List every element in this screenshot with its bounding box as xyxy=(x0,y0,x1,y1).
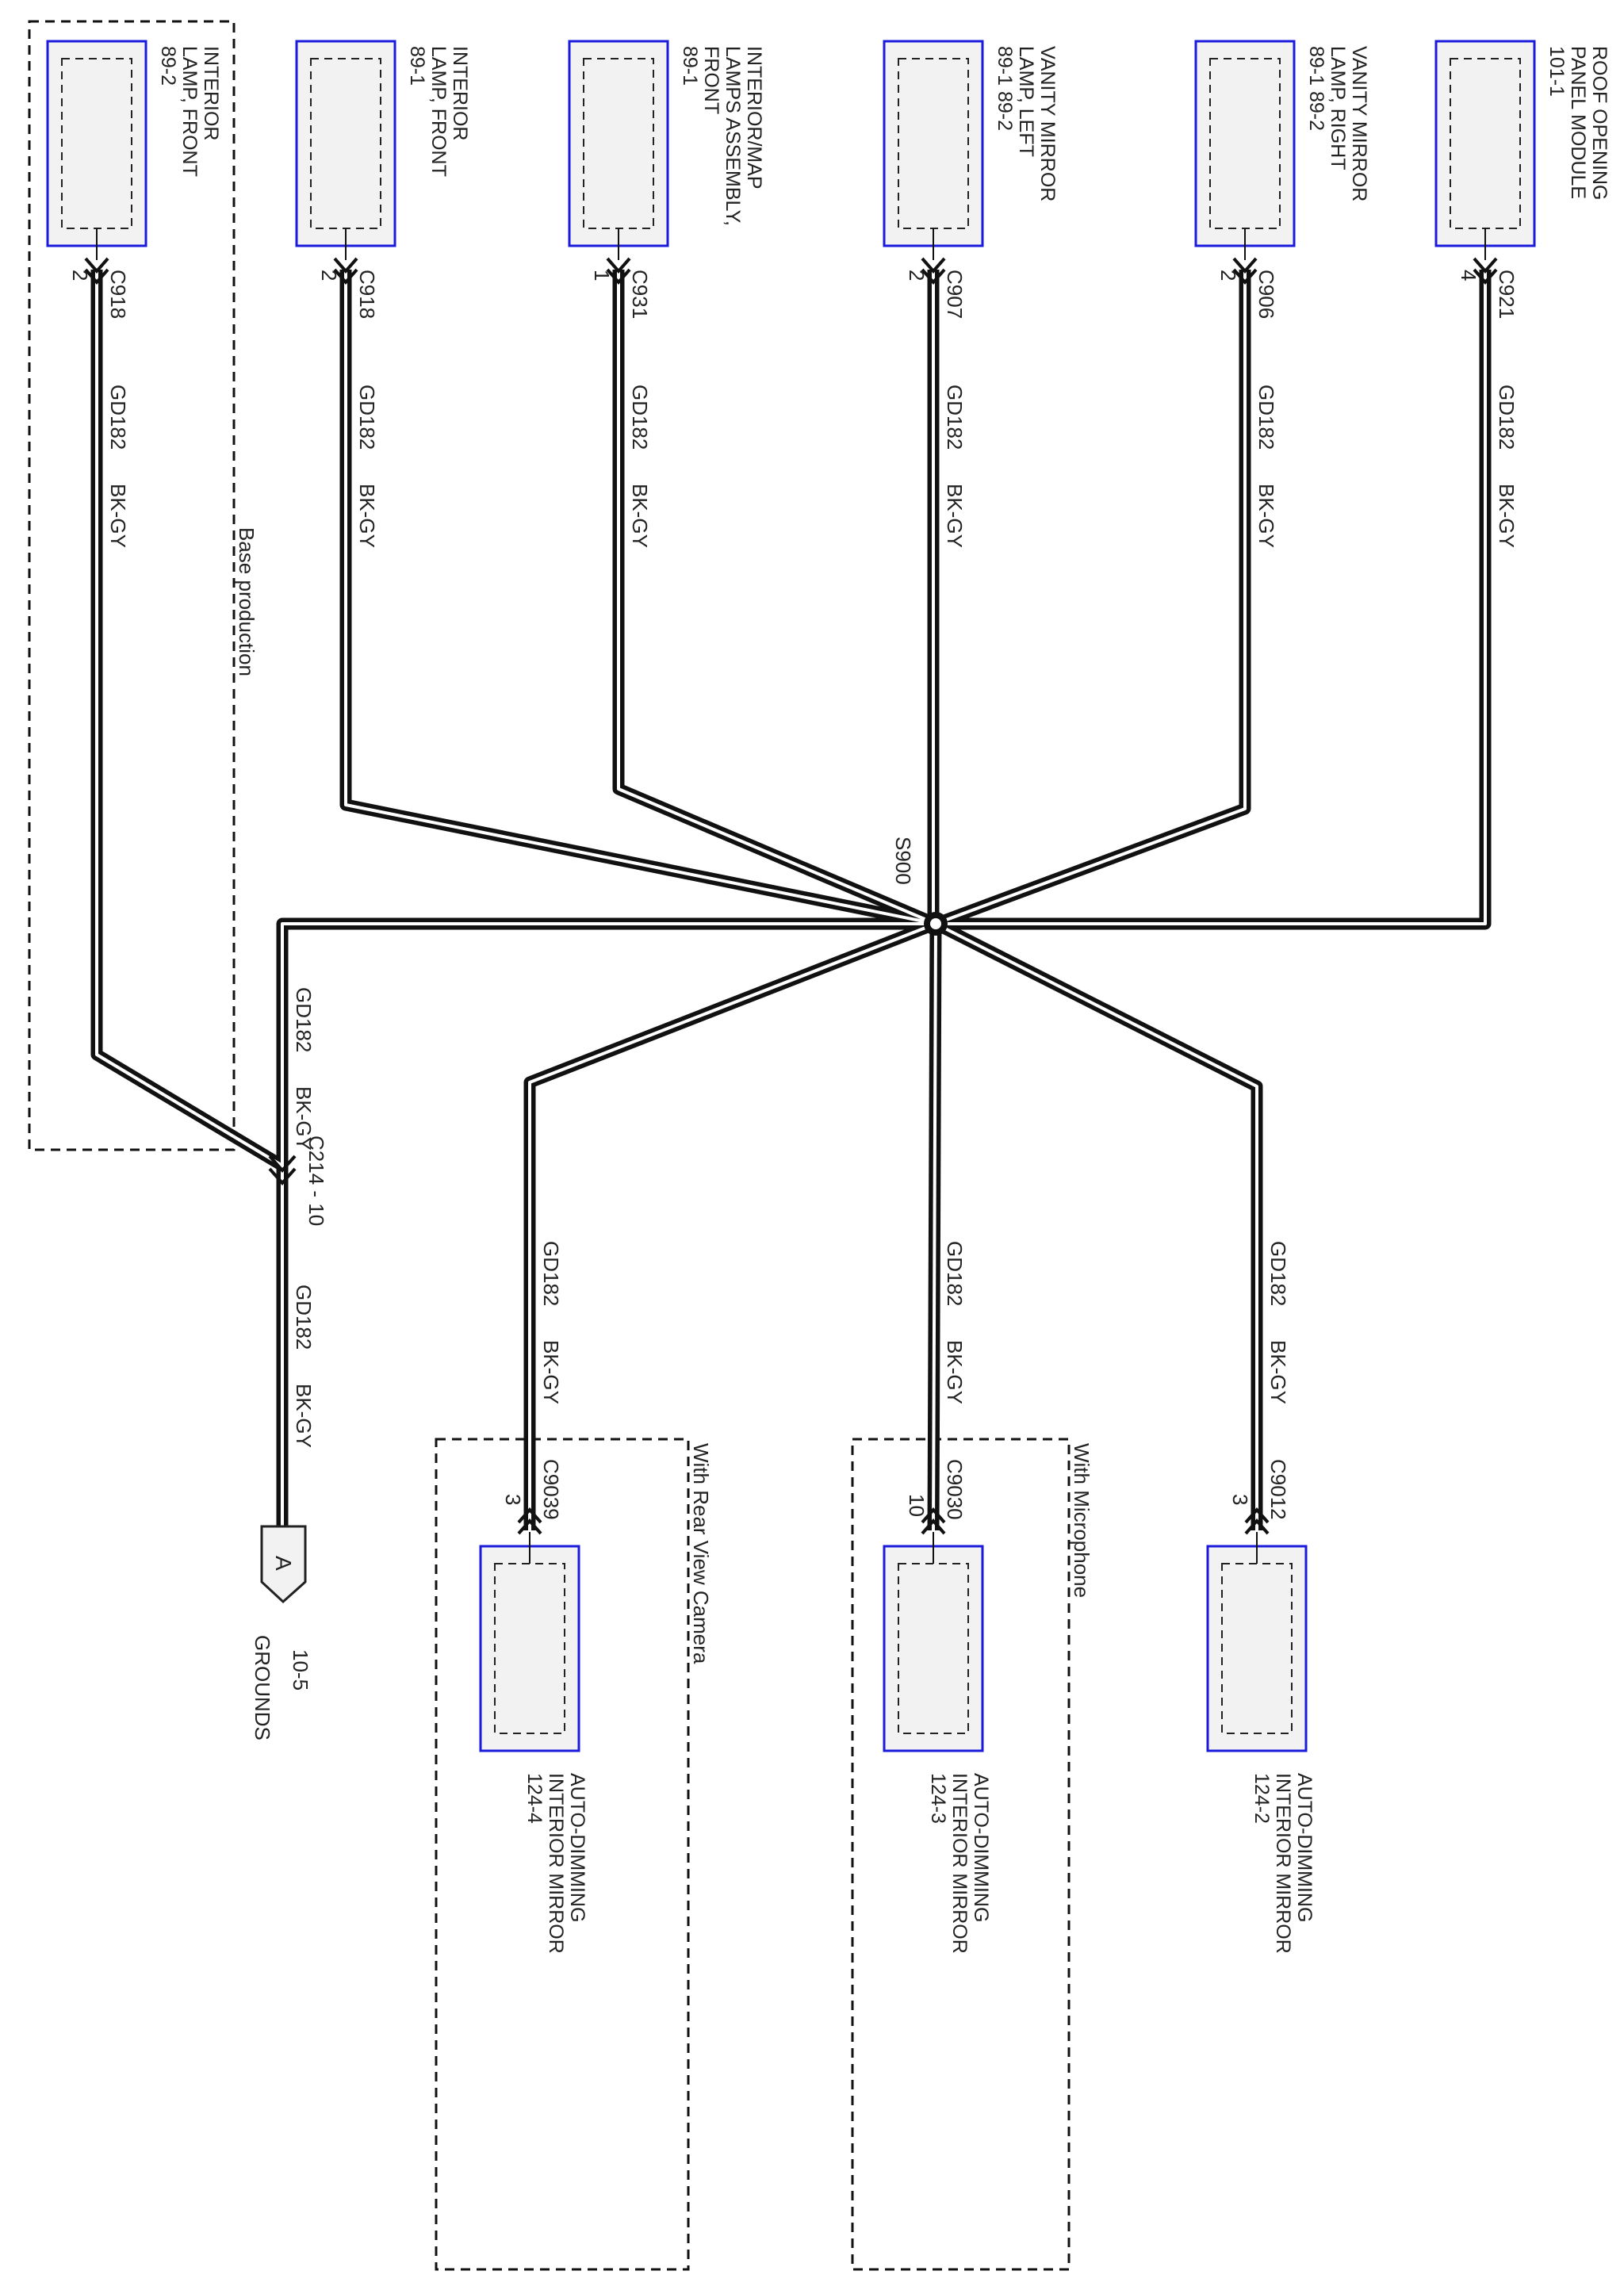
wire-harness xyxy=(90,270,1492,1531)
interior-lamp-front-a-connector: C918 xyxy=(355,270,379,319)
wire-circuit-label: GD182 xyxy=(943,385,967,450)
wire-circuit-label: GD182 xyxy=(539,1241,563,1306)
ground-page-ref: 10-5 xyxy=(289,1649,312,1691)
wire-color-label: BK-GY xyxy=(355,484,379,548)
ground-name: GROUNDS xyxy=(251,1635,274,1740)
roof-opening-panel-module-label-line: PANEL MODULE xyxy=(1567,46,1589,199)
vanity-mirror-lamp-right-pin: 2 xyxy=(1216,270,1240,281)
option-boxes xyxy=(28,20,1071,2271)
wire-interior-lamp-89-1[interactable] xyxy=(339,270,937,930)
wire-circuit-label: GD182 xyxy=(292,1285,316,1350)
roof-opening-panel-module-label-line: ROOF OPENING xyxy=(1588,46,1611,200)
c214-label: C214 - 10 xyxy=(304,1135,328,1226)
interior-lamp-front-a-label-line: 89-1 xyxy=(406,46,428,86)
auto-dimming-mirror-124-4-connector: C9039 xyxy=(539,1459,563,1520)
wire-labels: GD182BK-GYGD182BK-GYGD182BK-GYGD182BK-GY… xyxy=(106,385,1519,1448)
auto-dimming-mirror-124-3-label-line: 124-3 xyxy=(927,1773,949,1824)
auto-dimming-mirror-124-4-label-line: AUTO-DIMMING xyxy=(566,1773,588,1922)
interior-lamp-front-b-label-line: INTERIOR xyxy=(200,46,222,140)
interior-map-lamps-assembly-front-label-line: FRONT xyxy=(700,46,722,114)
wire-circuit-label: GD182 xyxy=(106,385,130,450)
vanity-mirror-lamp-right-label-line: VANITY MIRROR xyxy=(1348,46,1370,201)
interior-lamp-front-a-pin: 2 xyxy=(317,270,341,281)
vanity-mirror-lamp-right-connector: C906 xyxy=(1254,270,1278,319)
roof-opening-panel-module-connector: C921 xyxy=(1495,270,1519,319)
interior-map-lamps-assembly-front-label-line: INTERIOR/MAP xyxy=(743,46,765,190)
interior-lamp-front-a-label-line: INTERIOR xyxy=(449,46,471,140)
interior-lamp-front-b-pin: 2 xyxy=(68,270,92,281)
ground-reference[interactable]: A xyxy=(260,1525,307,1604)
rear-view-camera-label: With Rear View Camera xyxy=(689,1443,713,1664)
vanity-mirror-lamp-left-connector: C907 xyxy=(943,270,967,319)
vanity-mirror-lamp-left-pin: 2 xyxy=(905,270,929,281)
splice-s900[interactable] xyxy=(924,912,948,936)
rear-view-camera-box xyxy=(435,1438,690,2271)
wire-color-label: BK-GY xyxy=(628,484,652,548)
auto-dimming-mirror-124-2-label-line: AUTO-DIMMING xyxy=(1293,1773,1316,1922)
interior-map-lamps-assembly-front-pin: 1 xyxy=(590,270,614,281)
vanity-mirror-lamp-left-label-line: LAMP, LEFT xyxy=(1015,46,1037,157)
auto-dimming-mirror-124-4-pin: 3 xyxy=(501,1494,525,1505)
wire-circuit-label: GD182 xyxy=(1266,1241,1290,1306)
wire-color-label: BK-GY xyxy=(1495,484,1519,548)
auto-dimming-mirror-124-3-pin: 10 xyxy=(905,1494,929,1517)
wire-color-label: BK-GY xyxy=(292,1384,316,1448)
roof-opening-panel-module-label-line: 101-1 xyxy=(1545,46,1568,97)
wire-color-label: BK-GY xyxy=(292,1086,316,1151)
wire-circuit-label: GD182 xyxy=(628,385,652,450)
wire-map-lamps[interactable] xyxy=(612,270,938,929)
vanity-mirror-lamp-right-label-line: 89-1 89-2 xyxy=(1305,46,1327,131)
base-production-label: Base production xyxy=(235,527,259,676)
vanity-mirror-lamp-right-label-line: LAMP, RIGHT xyxy=(1327,46,1349,170)
interior-map-lamps-assembly-front-label-line: LAMPS ASSEMBLY, xyxy=(722,46,744,226)
auto-dimming-mirror-124-4-label-line: INTERIOR MIRROR xyxy=(545,1773,567,1954)
wire-circuit-label: GD182 xyxy=(1495,385,1519,450)
wire-color-label: BK-GY xyxy=(1266,1340,1290,1404)
interior-map-lamps-assembly-front-label-line: 89-1 xyxy=(679,46,701,86)
wire-circuit-label: GD182 xyxy=(292,987,316,1052)
auto-dimming-mirror-124-3-label-line: AUTO-DIMMING xyxy=(970,1773,992,1922)
wire-circuit-label: GD182 xyxy=(355,385,379,450)
vanity-mirror-lamp-left-label-line: 89-1 89-2 xyxy=(994,46,1016,131)
auto-dimming-mirror-124-2-label-line: INTERIOR MIRROR xyxy=(1272,1773,1294,1954)
wire-circuit-label: GD182 xyxy=(1254,385,1278,450)
interior-lamp-front-b-label-line: LAMP, FRONT xyxy=(178,46,201,177)
interior-lamp-front-a-label-line: LAMP, FRONT xyxy=(427,46,450,177)
auto-dimming-mirror-124-2-connector: C9012 xyxy=(1266,1459,1290,1520)
splice-label: S900 xyxy=(891,837,915,885)
wire-color-label: BK-GY xyxy=(1254,484,1278,548)
wire-color-label: BK-GY xyxy=(943,1340,967,1404)
wire-color-label: BK-GY xyxy=(943,484,967,548)
microphone-label: With Microphone xyxy=(1070,1443,1094,1598)
ground-letter: A xyxy=(271,1556,296,1571)
vanity-mirror-lamp-left-label-line: VANITY MIRROR xyxy=(1036,46,1059,201)
auto-dimming-mirror-124-3-label-line: INTERIOR MIRROR xyxy=(948,1773,971,1954)
wire-color-label: BK-GY xyxy=(106,484,130,548)
interior-lamp-front-b-connector: C918 xyxy=(106,270,130,319)
auto-dimming-mirror-124-2-label-line: 124-2 xyxy=(1251,1773,1273,1824)
wire-circuit-label: GD182 xyxy=(943,1241,967,1306)
c214-connector-symbol[interactable] xyxy=(268,1155,297,1186)
base-production-box xyxy=(28,20,236,1151)
auto-dimming-mirror-124-3-connector: C9030 xyxy=(943,1459,967,1520)
interior-map-lamps-assembly-front-connector: C931 xyxy=(628,270,652,319)
wire-color-label: BK-GY xyxy=(539,1340,563,1404)
auto-dimming-mirror-124-4-label-line: 124-4 xyxy=(523,1773,546,1824)
roof-opening-panel-module-pin: 4 xyxy=(1457,270,1480,281)
interior-lamp-front-b-label-line: 89-2 xyxy=(157,46,179,86)
auto-dimming-mirror-124-2-pin: 3 xyxy=(1228,1494,1252,1505)
